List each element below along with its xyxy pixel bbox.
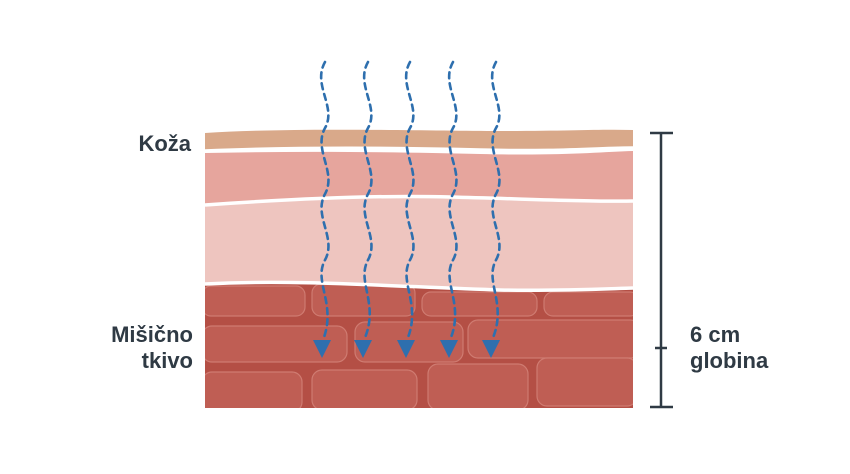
skin-layer <box>205 129 633 151</box>
fat-layer <box>205 197 633 291</box>
muscle-fiber <box>205 371 303 408</box>
muscle-layer <box>205 283 633 408</box>
muscle-fiber <box>311 369 418 408</box>
muscle-fiber <box>543 291 633 317</box>
penetration-arrows <box>313 60 501 358</box>
depth-bracket-icon <box>650 131 673 409</box>
muscle-fiber <box>205 285 306 317</box>
muscle-fibers <box>205 283 633 408</box>
depth-label-line1: 6 cm <box>690 322 741 347</box>
wavy-dashed-arrow-icon <box>440 60 458 358</box>
wavy-dashed-arrow-icon <box>397 60 415 358</box>
muscle-fiber <box>205 325 348 363</box>
muscle-fiber <box>427 363 529 408</box>
wavy-dashed-arrow-icon <box>354 60 373 358</box>
wavy-dashed-arrow-icon <box>313 60 331 358</box>
dermis-layer <box>205 151 633 205</box>
muscle-label-line2: tkivo <box>141 348 193 373</box>
muscle-fiber <box>421 291 538 317</box>
skin-label: Koža <box>95 131 191 157</box>
muscle-fiber <box>536 357 633 407</box>
skin-label-text: Koža <box>138 131 191 156</box>
layer-dividers <box>204 146 634 293</box>
depth-label-line2: globina <box>690 348 769 373</box>
wavy-dashed-arrow-icon <box>482 60 501 358</box>
muscle-label-line1: Mišično <box>111 322 193 347</box>
muscle-tissue-label: Mišično tkivo <box>70 322 193 374</box>
depth-label: 6 cm globina <box>690 322 810 374</box>
